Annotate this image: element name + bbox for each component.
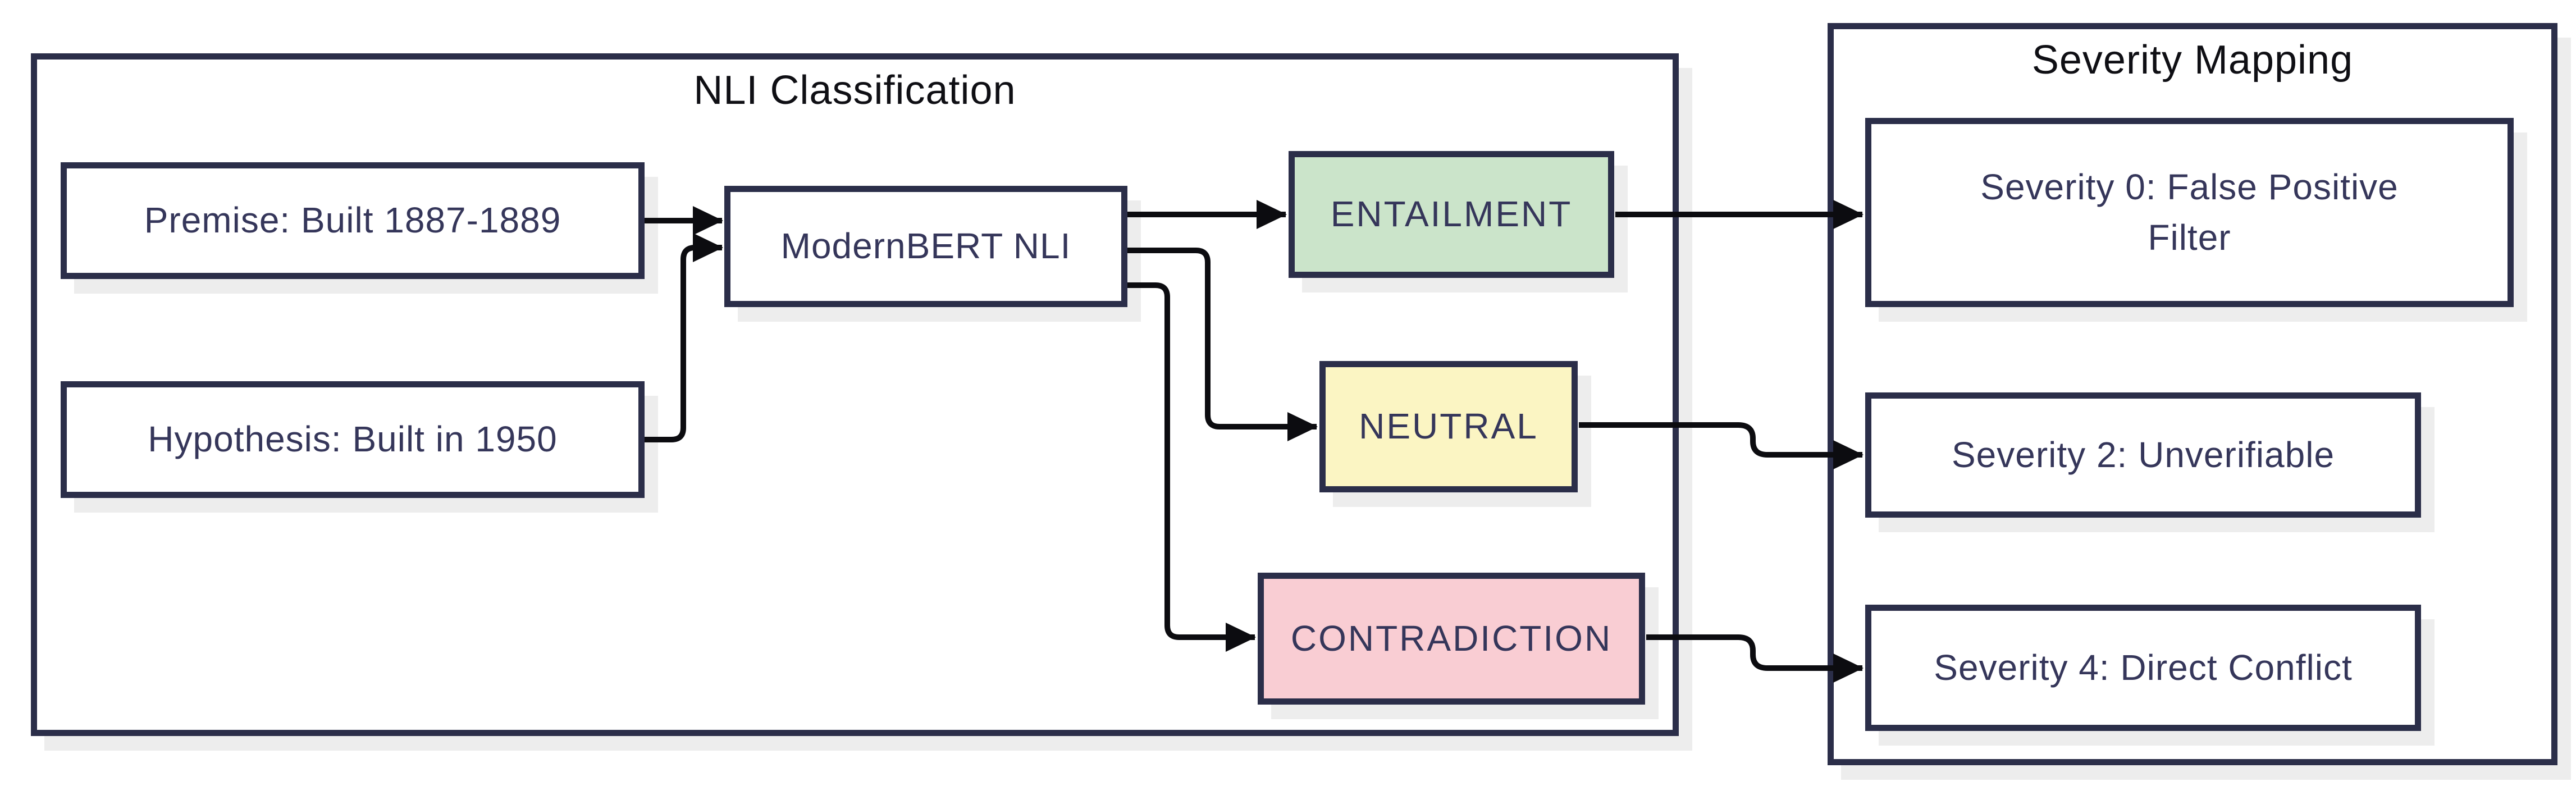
node-hypothesis: Hypothesis: Built in 1950	[61, 381, 645, 498]
node-contradiction: CONTRADICTION	[1258, 573, 1645, 705]
node-contradiction-label: CONTRADICTION	[1290, 618, 1613, 659]
node-severity-4-label: Severity 4: Direct Conflict	[1934, 647, 2353, 688]
node-entailment-label: ENTAILMENT	[1330, 194, 1573, 235]
node-severity-4: Severity 4: Direct Conflict	[1865, 605, 2421, 731]
node-entailment: ENTAILMENT	[1289, 151, 1614, 278]
node-modernbert-nli: ModernBERT NLI	[724, 186, 1127, 307]
nli-classification-title: NLI Classification	[693, 68, 1016, 113]
node-modernbert-nli-label: ModernBERT NLI	[780, 226, 1071, 267]
node-premise: Premise: Built 1887-1889	[61, 162, 645, 279]
node-premise-label: Premise: Built 1887-1889	[144, 200, 561, 241]
node-severity-0: Severity 0: False Positive Filter	[1865, 118, 2514, 307]
severity-mapping-title: Severity Mapping	[2031, 38, 2354, 83]
node-neutral-label: NEUTRAL	[1359, 406, 1538, 447]
node-hypothesis-label: Hypothesis: Built in 1950	[148, 419, 558, 460]
node-severity-2-label: Severity 2: Unverifiable	[1951, 434, 2335, 475]
node-severity-2: Severity 2: Unverifiable	[1865, 392, 2421, 518]
node-neutral: NEUTRAL	[1319, 361, 1578, 492]
node-severity-0-label: Severity 0: False Positive Filter	[1980, 166, 2399, 258]
